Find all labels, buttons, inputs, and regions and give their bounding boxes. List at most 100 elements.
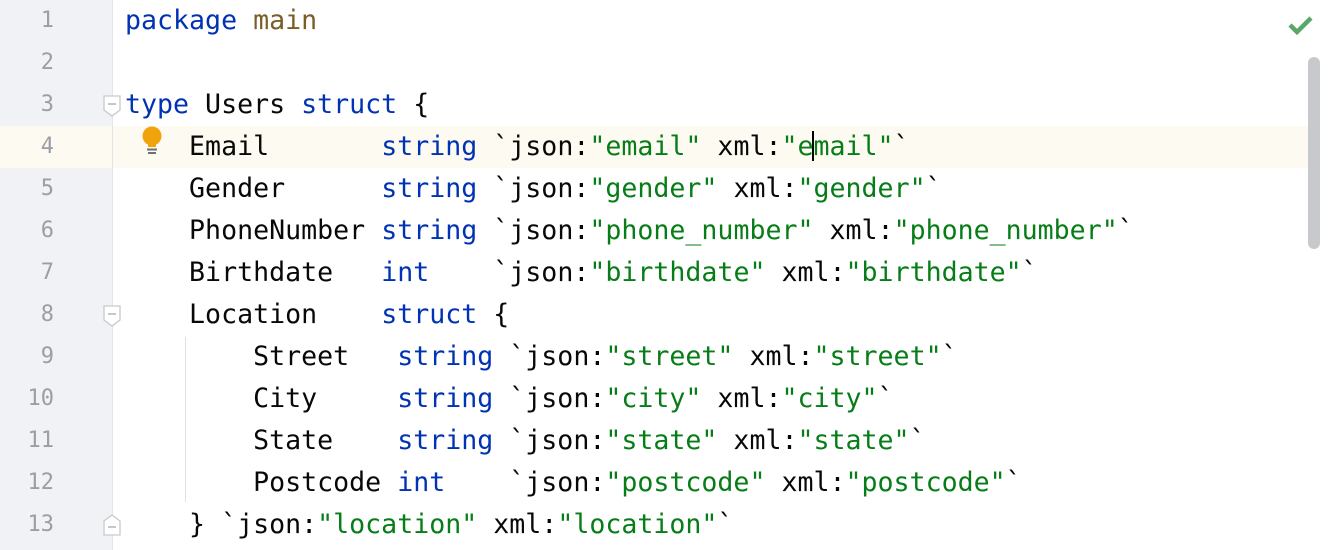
tag-text: `json: [493,383,606,414]
lightbulb-icon[interactable] [141,126,163,156]
line-number[interactable]: 10 [27,386,55,411]
tag-value: "gender" [797,173,926,204]
line-number[interactable]: 3 [40,92,54,117]
tag-text: xml: [765,257,846,288]
tag-value: "location" [317,509,478,540]
type-keyword: int [397,467,446,498]
line-number[interactable]: 1 [40,8,54,33]
tag-value: "phone_number" [893,215,1118,246]
type-keyword: string [397,341,494,372]
indent-guide [185,337,186,502]
code-line-6[interactable]: PhoneNumber string `json:"phone_number" … [125,210,1134,252]
type-keyword: struct [381,299,478,330]
line-number[interactable]: 12 [27,470,55,495]
space [237,5,253,36]
editor-gutter [0,0,112,550]
type-keyword: string [381,173,478,204]
line-number[interactable]: 8 [40,302,54,327]
tag-value: "city" [781,383,878,414]
line-number[interactable]: 2 [40,50,54,75]
tag-text: ` [877,383,894,414]
line-number[interactable]: 5 [40,176,54,201]
tag-value: "email" [589,131,702,162]
code-line-3[interactable]: type Users struct { [125,84,429,126]
code-line-12[interactable]: Postcode int `json:"postcode" xml:"postc… [125,462,1022,504]
keyword: struct [301,89,398,120]
code-line-13[interactable]: } `json:"location" xml:"location"` [125,504,733,546]
field-name: Birthdate [125,257,382,288]
punct: { [397,89,430,120]
gutter-separator [112,0,113,550]
code-line-7[interactable]: Birthdate int `json:"birthdate" xml:"bir… [125,252,1038,294]
type-keyword: string [397,425,494,456]
tag-text: `json: [493,425,606,456]
tag-text: ` [717,509,734,540]
fold-collapse-icon[interactable] [103,95,121,117]
field-name: Email [125,131,382,162]
tag-text: xml: [813,215,894,246]
code-line-9[interactable]: Street string `json:"street" xml:"street… [125,336,958,378]
tag-text: ` [941,341,958,372]
tag-value: "state" [797,425,910,456]
tag-text: `json: [445,467,606,498]
tag-text: ` [925,173,942,204]
line-number[interactable]: 13 [27,512,55,537]
code-line-10[interactable]: City string `json:"city" xml:"city"` [125,378,894,420]
tag-text: `json: [429,257,590,288]
text-caret [812,131,814,161]
tag-text: xml: [717,425,798,456]
field-name: PhoneNumber [125,215,382,246]
tag-value: "postcode" [605,467,766,498]
tag-text: `json: [477,131,590,162]
field-name: Gender [125,173,382,204]
tag-value: "birthdate" [845,257,1022,288]
tag-text: ` [1117,215,1134,246]
current-line-highlight [0,126,1308,168]
code-line-4[interactable]: Email string `json:"email" xml:"email"` [125,126,910,168]
tag-text: `json: [477,173,590,204]
code-line-8[interactable]: Location struct { [125,294,509,336]
tag-text: ` [1021,257,1038,288]
tag-text: xml: [701,383,782,414]
tag-value: "email" [781,131,894,162]
tag-value: "postcode" [845,467,1006,498]
tag-value: "city" [605,383,702,414]
tag-value: "state" [605,425,718,456]
tag-text: } `json: [125,509,318,540]
code-line-1[interactable]: package main [125,0,317,42]
field-name: Street [125,341,398,372]
field-name: State [125,425,398,456]
line-number[interactable]: 4 [40,134,54,159]
tag-value: "location" [557,509,718,540]
fold-end-icon[interactable] [103,514,121,536]
tag-value: "phone_number" [589,215,814,246]
keyword: type [125,89,190,120]
type-keyword: string [381,215,478,246]
line-number[interactable]: 11 [27,428,55,453]
code-line-11[interactable]: State string `json:"state" xml:"state"` [125,420,926,462]
vertical-scrollbar[interactable] [1308,57,1320,249]
tag-text: ` [893,131,910,162]
check-icon[interactable] [1288,14,1314,36]
code-line-5[interactable]: Gender string `json:"gender" xml:"gender… [125,168,942,210]
fold-collapse-icon[interactable] [103,305,121,327]
tag-value: "birthdate" [589,257,766,288]
punct: { [477,299,510,330]
tag-text: xml: [717,173,798,204]
tag-text: xml: [477,509,558,540]
tag-text: `json: [477,215,590,246]
type-keyword: int [381,257,430,288]
tag-value: "gender" [589,173,718,204]
tag-text: xml: [701,131,782,162]
tag-text: xml: [765,467,846,498]
field-name: City [125,383,398,414]
keyword: package [125,5,238,36]
line-number[interactable]: 9 [40,344,54,369]
line-number[interactable]: 6 [40,218,54,243]
type-name: Users [189,89,302,120]
tag-text: xml: [733,341,814,372]
type-keyword: string [381,131,478,162]
field-name: Location [125,299,382,330]
package-name: main [253,5,318,36]
line-number[interactable]: 7 [40,260,54,285]
